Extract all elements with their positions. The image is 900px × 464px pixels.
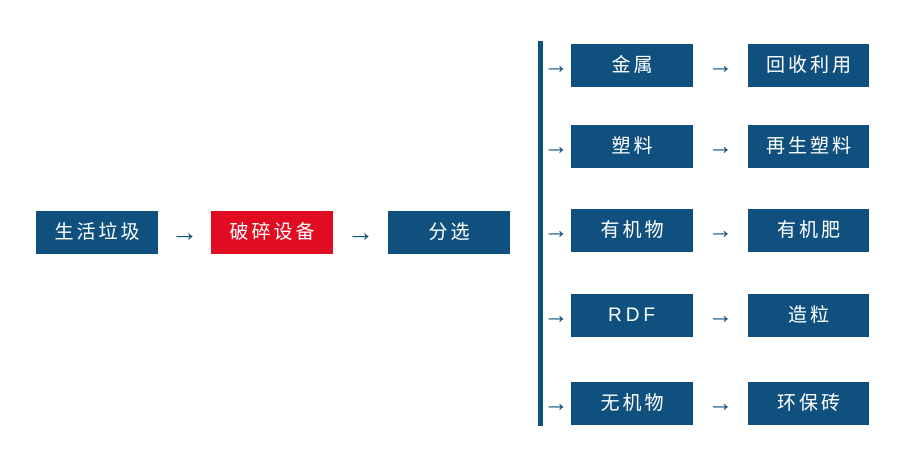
arrow-right-icon: → [171, 217, 198, 247]
node-organic-fertilizer[interactable]: 有机肥 [748, 209, 869, 252]
node-inorganic-matter[interactable]: 无机物 [571, 382, 693, 425]
arrow-right-icon: → [543, 216, 569, 244]
node-recycled-plastic[interactable]: 再生塑料 [748, 125, 869, 168]
arrow-right-icon: → [543, 132, 569, 160]
arrow-right-icon: → [543, 389, 569, 417]
node-crushing-equipment[interactable]: 破碎设备 [211, 211, 333, 254]
arrow-right-icon: → [708, 389, 733, 417]
arrow-right-icon: → [543, 301, 569, 329]
node-rdf[interactable]: RDF [571, 294, 693, 337]
branch-trunk-line [538, 41, 543, 426]
node-granulation[interactable]: 造粒 [748, 294, 869, 337]
arrow-right-icon: → [708, 51, 733, 79]
branch-row: → 无机物 → 环保砖 [0, 382, 900, 425]
node-eco-brick[interactable]: 环保砖 [748, 382, 869, 425]
node-metal[interactable]: 金属 [571, 44, 693, 87]
branch-row: → 有机物 → 有机肥 [0, 209, 900, 252]
arrow-right-icon: → [708, 301, 733, 329]
branch-row: → RDF → 造粒 [0, 294, 900, 337]
arrow-right-icon: → [543, 51, 569, 79]
branch-row: → 塑料 → 再生塑料 [0, 125, 900, 168]
arrow-right-icon: → [347, 217, 374, 247]
node-domestic-waste[interactable]: 生活垃圾 [36, 211, 158, 254]
node-sorting[interactable]: 分选 [388, 211, 510, 254]
node-plastic[interactable]: 塑料 [571, 125, 693, 168]
node-recycling-reuse[interactable]: 回收利用 [748, 44, 869, 87]
arrow-right-icon: → [708, 216, 733, 244]
arrow-right-icon: → [708, 132, 733, 160]
branch-row: → 金属 → 回收利用 [0, 44, 900, 87]
node-organic-matter[interactable]: 有机物 [571, 209, 693, 252]
